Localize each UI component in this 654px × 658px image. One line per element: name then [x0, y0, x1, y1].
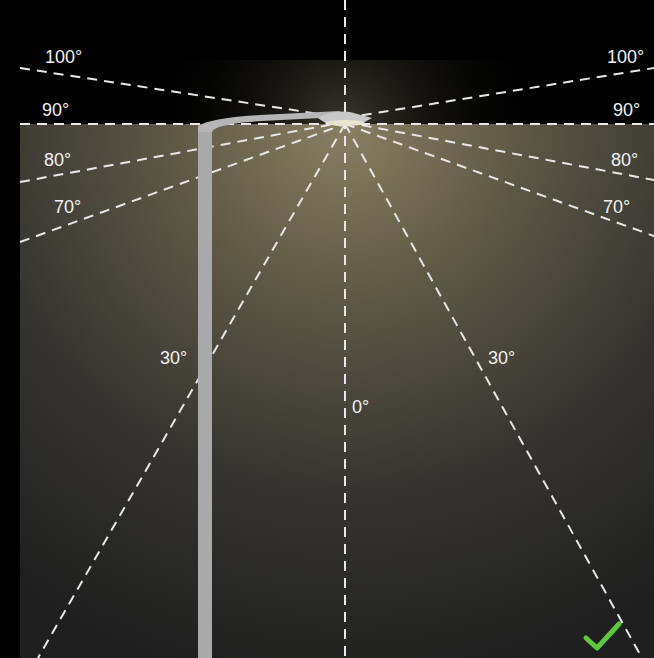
- angle-label: 80°: [44, 150, 71, 170]
- angle-label: 70°: [603, 197, 630, 217]
- check-mark: [586, 624, 619, 648]
- angle-label: 100°: [607, 47, 644, 67]
- angle-label: 70°: [54, 197, 81, 217]
- angle-label: 0°: [352, 397, 369, 417]
- angle-label: 90°: [613, 100, 640, 120]
- lamp-pole: [198, 111, 372, 658]
- angle-label: 100°: [45, 47, 82, 67]
- angle-label: 80°: [611, 150, 638, 170]
- angle-label: 30°: [160, 348, 187, 368]
- angle-label: 90°: [42, 100, 69, 120]
- angle-label: 30°: [488, 348, 515, 368]
- angle-lines: [20, 0, 654, 658]
